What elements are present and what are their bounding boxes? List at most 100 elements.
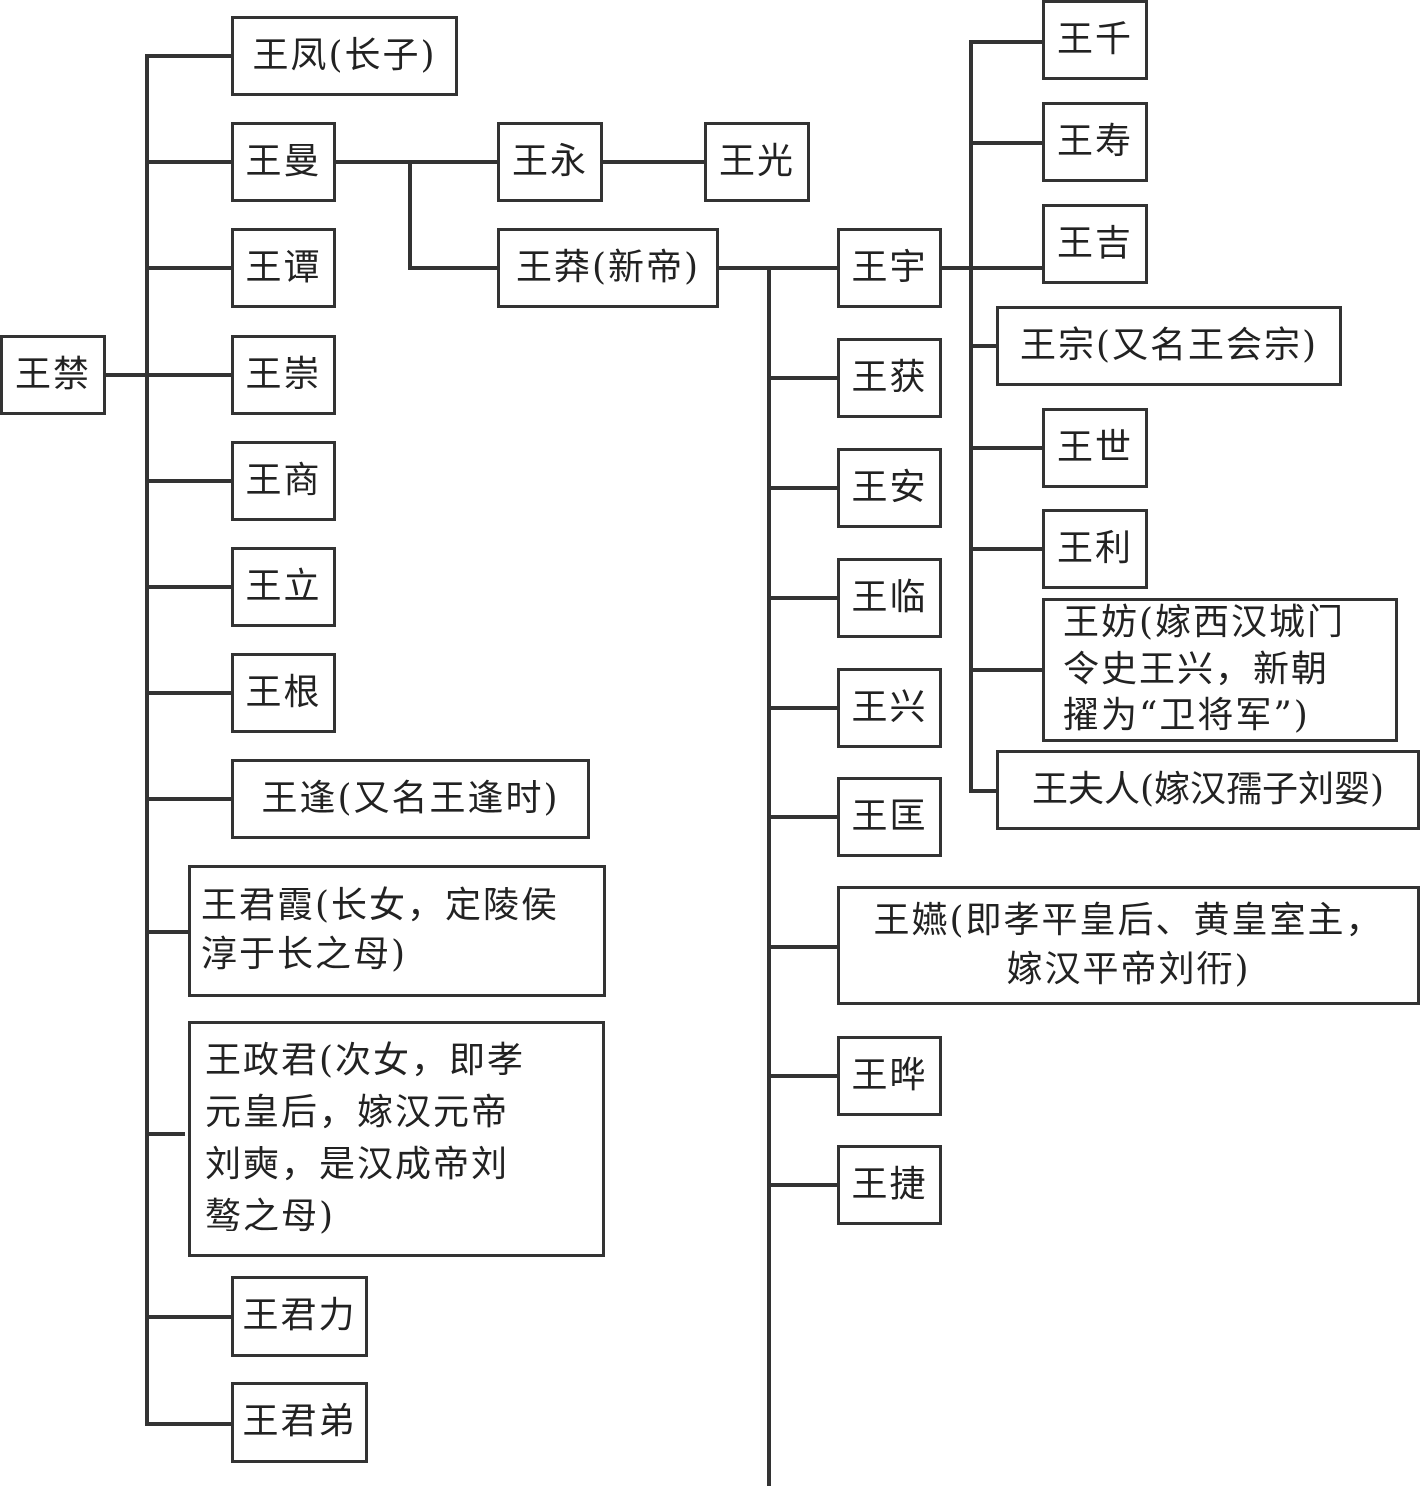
connector <box>940 266 972 270</box>
connector <box>969 141 1045 145</box>
person-wangshou: 王寿 <box>1042 102 1148 182</box>
person-name: 王禁 <box>14 353 91 395</box>
person-note-line: 元皇后，嫁汉元帝 <box>205 1091 510 1133</box>
person-name: 王兴 <box>851 686 928 728</box>
person-name: 王光 <box>718 140 795 182</box>
person-name: 王寿 <box>1056 120 1133 162</box>
person-wangfeng-shi: 王逢(又名王逢时) <box>231 759 590 839</box>
connector <box>104 373 148 377</box>
connector <box>969 789 997 793</box>
connector <box>145 266 233 270</box>
person-wanglin: 王临 <box>837 558 942 638</box>
connector <box>145 1422 233 1426</box>
person-wangfeng: 王凤(长子) <box>231 16 458 96</box>
person-note-line: 令史王兴，新朝 <box>1063 648 1330 690</box>
person-name: 王宗(又名王会宗) <box>1019 324 1319 366</box>
person-name: 王世 <box>1056 426 1133 468</box>
connector <box>767 596 839 600</box>
person-wangfang: 王妨(嫁西汉城门 令史王兴，新朝 擢为“卫将军”) <box>1042 598 1398 742</box>
person-name: 王逢(又名王逢时) <box>261 777 560 819</box>
person-wangjundi: 王君弟 <box>231 1382 368 1463</box>
connector <box>969 668 1045 672</box>
person-wangji: 王吉 <box>1042 204 1148 284</box>
person-name: 王莽(新帝) <box>515 246 701 288</box>
person-name: 王安 <box>851 466 928 508</box>
connector <box>408 266 500 270</box>
person-name: 王谭 <box>245 246 322 288</box>
connector <box>145 479 233 483</box>
person-note-line: 嫁汉平帝刘衎) <box>1006 948 1251 990</box>
person-wangxing: 王兴 <box>837 668 942 748</box>
person-name: 王捷 <box>851 1163 928 1205</box>
person-wangjunli: 王君力 <box>231 1276 368 1357</box>
connector <box>145 797 233 801</box>
connector <box>408 160 412 270</box>
person-name: 王曼 <box>245 140 322 182</box>
person-wangye: 王晔 <box>837 1036 942 1116</box>
person-name: 王千 <box>1056 18 1133 60</box>
person-note-line: 王君霞(长女，定陵侯 <box>201 885 560 927</box>
person-wangyong: 王永 <box>497 122 603 202</box>
person-name: 王凤(长子) <box>252 34 437 76</box>
person-name: 王君力 <box>242 1295 357 1337</box>
person-wangjie: 王捷 <box>837 1145 942 1225</box>
person-wanghuo: 王获 <box>837 338 942 418</box>
person-note-line: 淳于长之母) <box>201 934 408 975</box>
connector <box>334 160 500 164</box>
person-name: 王匡 <box>851 795 928 837</box>
person-wangshi: 王世 <box>1042 408 1148 488</box>
connector <box>602 160 706 164</box>
connector <box>767 486 839 490</box>
person-note-line: 擢为“卫将军”) <box>1063 695 1310 737</box>
connector <box>969 40 1045 44</box>
person-root-wangjin: 王禁 <box>0 335 106 415</box>
person-name: 王吉 <box>1056 222 1133 264</box>
person-wanggen: 王根 <box>231 653 336 733</box>
connector <box>145 373 233 377</box>
connector <box>969 266 1045 270</box>
person-wangmang: 王莽(新帝) <box>497 228 719 308</box>
person-wangli: 王立 <box>231 547 336 627</box>
person-note-line: 刘奭，是汉成帝刘 <box>205 1144 510 1185</box>
connector <box>145 54 149 1426</box>
person-name: 王君弟 <box>242 1401 357 1443</box>
connector <box>145 54 233 58</box>
connector <box>767 1074 839 1078</box>
person-wangfuren: 王夫人(嫁汉孺子刘婴) <box>996 750 1420 830</box>
connector <box>145 930 190 934</box>
connector <box>767 706 839 710</box>
connector <box>969 446 1045 450</box>
person-note-line: 骜之母) <box>205 1196 336 1238</box>
person-name: 王商 <box>245 459 322 501</box>
person-wangchong: 王崇 <box>231 335 336 415</box>
person-wangkuang: 王匡 <box>837 777 942 857</box>
person-wangshang: 王商 <box>231 441 336 521</box>
connector <box>717 266 839 270</box>
connector <box>767 376 839 380</box>
connector <box>145 585 233 589</box>
person-name: 王根 <box>245 671 322 713</box>
person-wangqian: 王千 <box>1042 0 1148 80</box>
person-name: 王利 <box>1056 527 1133 569</box>
person-note-line: 王嬿(即孝平皇后、黄皇室主， <box>873 899 1384 941</box>
person-name: 王崇 <box>245 353 322 395</box>
person-name: 王立 <box>245 565 322 607</box>
connector <box>969 344 997 348</box>
connector <box>145 691 233 695</box>
person-wangjunxia: 王君霞(长女，定陵侯 淳于长之母) <box>188 865 606 997</box>
person-note-line: 王政君(次女，即孝 <box>205 1039 526 1081</box>
person-wangan: 王安 <box>837 448 942 528</box>
connector <box>145 1132 185 1136</box>
person-name: 王临 <box>851 576 928 618</box>
person-name: 王获 <box>851 356 928 398</box>
person-name: 王永 <box>511 140 588 182</box>
person-name: 王晔 <box>851 1054 928 1096</box>
connector <box>969 40 973 793</box>
connector <box>145 1315 233 1319</box>
person-wangli2: 王利 <box>1042 509 1148 589</box>
person-wangguang: 王光 <box>704 122 810 202</box>
connector <box>767 945 839 949</box>
connector <box>767 266 771 1486</box>
person-note-line: 王妨(嫁西汉城门 <box>1063 601 1346 643</box>
person-wangzhengjun: 王政君(次女，即孝 元皇后，嫁汉元帝 刘奭，是汉成帝刘 骜之母) <box>188 1021 605 1257</box>
